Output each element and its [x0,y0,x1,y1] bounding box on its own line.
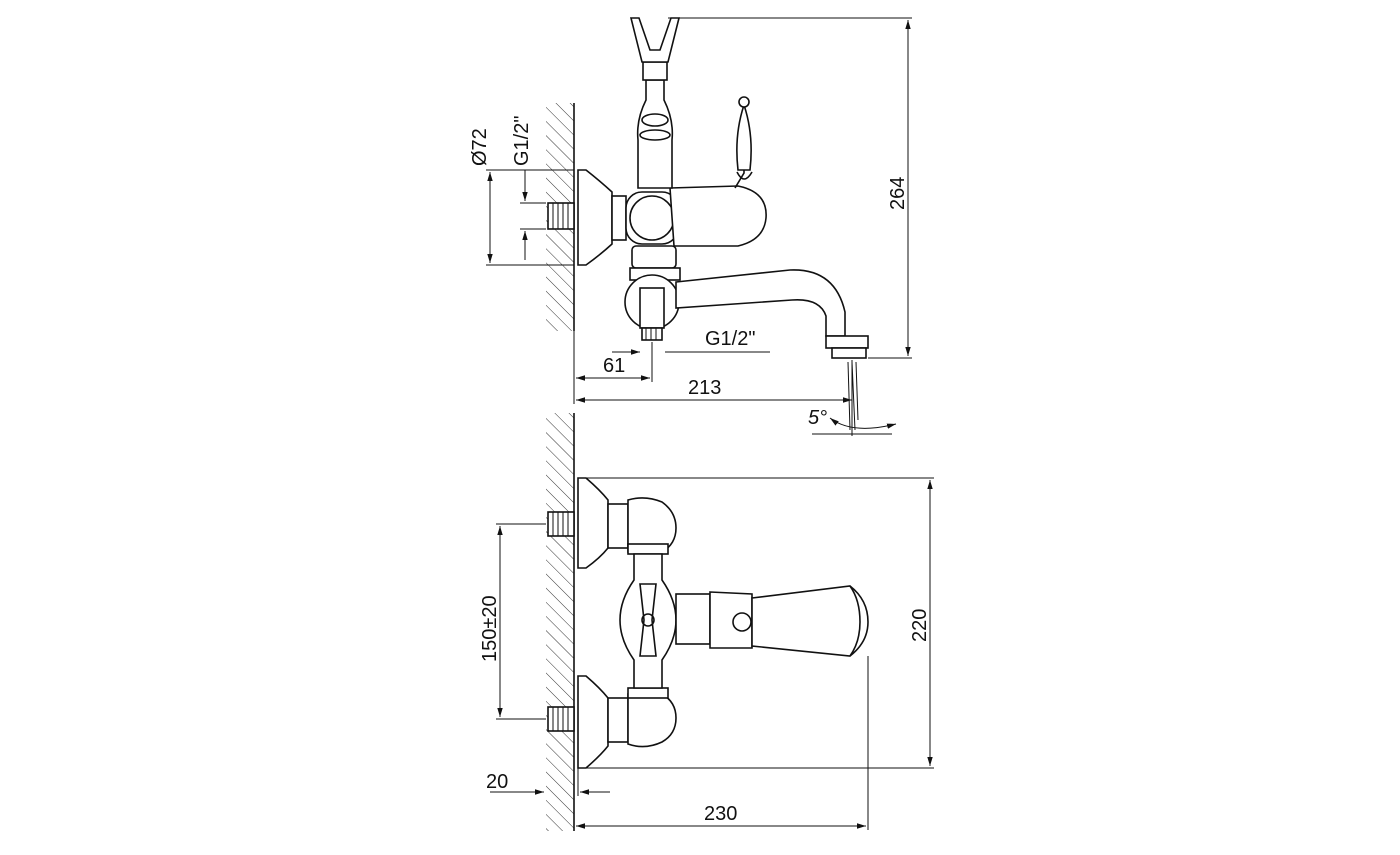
lever-handle-top [669,185,767,247]
front-view: 150±20 220 20 230 [479,413,934,831]
wall-hatch-front [546,413,574,831]
diverter-column [636,79,674,189]
label-length-front: 230 [704,803,737,825]
label-angle: 5° [808,407,827,429]
label-thread-inlet: G1/2" [511,116,533,166]
lever-hub-front [709,591,753,649]
handle-knob [736,102,752,171]
label-length-top: 213 [688,377,721,399]
shower-holder [629,17,681,63]
outlet-thread [641,327,663,341]
label-height-front: 220 [909,609,931,642]
top-view: Ø72 G1/2" G1/2" 61 213 264 5° [469,17,912,436]
inlet-thread-lower [547,706,575,732]
label-wall-offset: 20 [486,771,508,793]
spout-top [675,269,846,337]
escutcheon-top [577,169,613,266]
inlet-thread-top [547,202,575,230]
inlet-thread-upper [547,511,575,537]
mixer-body-front [619,553,677,689]
label-diameter: Ø72 [469,128,491,166]
label-thread-outlet: G1/2" [705,328,755,350]
label-depth: 61 [603,355,625,377]
label-height-top: 264 [887,177,909,210]
label-spacing: 150±20 [479,595,501,662]
spout-front [751,585,869,657]
